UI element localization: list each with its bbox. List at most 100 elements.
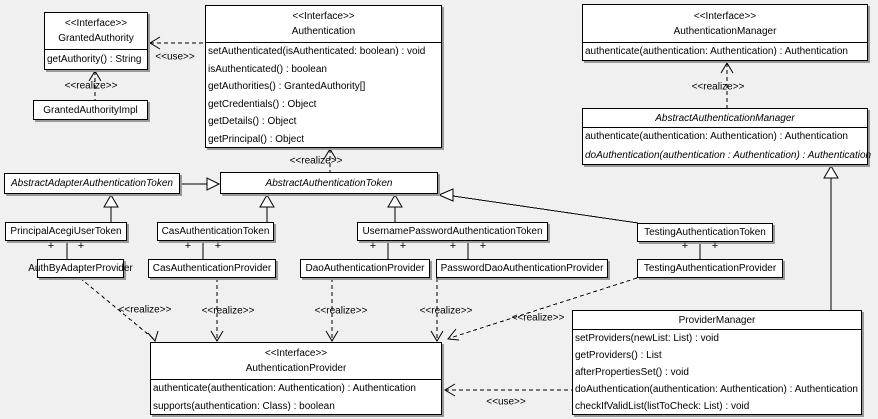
open-arrowhead xyxy=(147,330,159,343)
method: supports(authentication: Class) : boolea… xyxy=(153,400,335,412)
class-cas-authentication-token[interactable]: CasAuthenticationToken xyxy=(157,222,274,241)
realize-stereotype-label: <<realize>> xyxy=(419,305,473,317)
class-title-compartment: AbstractAdapterAuthenticationToken xyxy=(5,174,179,193)
class-name: AuthByAdapterProvider xyxy=(28,263,133,274)
association-end-plus-marker: + xyxy=(47,240,55,252)
association-end-plus-marker: + xyxy=(681,240,689,252)
generalization-arrowhead xyxy=(437,188,454,202)
methods-compartment: setProviders(newList: List) : void getPro… xyxy=(573,329,861,415)
method: getPrincipal() : Object xyxy=(208,133,305,145)
method: authenticate(authentication: Authenticat… xyxy=(153,383,416,394)
method: doAuthentication(authentication: Authent… xyxy=(575,384,858,395)
class-authentication-manager[interactable]: <<Interface>> AuthenticationManager authen… xyxy=(582,4,868,61)
open-arrowhead xyxy=(444,383,456,397)
class-granted-authority[interactable]: <<Interface>> GrantedAuthority getAuthorit… xyxy=(44,12,148,70)
class-name: AuthenticationManager xyxy=(673,25,777,37)
realize-stereotype-label: <<realize>> xyxy=(314,305,368,317)
method: getCredentials() : Object xyxy=(208,98,317,110)
class-name: DaoAuthenticationProvider xyxy=(305,263,425,274)
realize-stereotype-label: <<realize>> xyxy=(289,155,343,167)
class-name: Authentication xyxy=(291,26,356,37)
class-title-compartment: TestingAuthenticationProvider xyxy=(638,260,782,277)
class-title-compartment: ProviderManager xyxy=(573,311,861,329)
method: getProviders() : List xyxy=(575,350,662,361)
method: isAuthenticated() : boolean xyxy=(208,63,327,75)
class-title-compartment: AbstractAuthenticationToken xyxy=(221,173,437,193)
generalization-arrowhead xyxy=(259,194,275,208)
class-name: ProviderManager xyxy=(678,314,756,326)
association-end-plus-marker: + xyxy=(479,240,487,252)
association-end-plus-marker: + xyxy=(711,240,719,252)
generalization-arrowhead xyxy=(103,194,119,208)
class-title-compartment: TestingAuthenticationToken xyxy=(638,224,772,241)
class-title-compartment: <<Interface>> GrantedAuthority xyxy=(45,13,147,49)
method: getAuthority() : String xyxy=(47,54,142,65)
method: doAuthentication(authentication : Authen… xyxy=(585,149,872,161)
open-arrowhead xyxy=(430,330,444,342)
class-name: CasAuthenticationProvider xyxy=(152,263,272,274)
class-title-compartment: PrincipalAcegiUserToken xyxy=(6,223,126,240)
class-abstract-adapter-authentication-token[interactable]: AbstractAdapterAuthenticationToken xyxy=(4,173,180,194)
realize-stereotype-label: <<realize>> xyxy=(511,312,565,324)
class-username-password-authentication-token[interactable]: UsernamePasswordAuthenticationToken xyxy=(357,222,548,241)
class-title-compartment: CasAuthenticationToken xyxy=(158,223,273,240)
stereotype: <<Interface>> xyxy=(693,10,757,22)
class-title-compartment: <<Interface>>AuthenticationProvider xyxy=(151,343,441,379)
association-end-plus-marker: + xyxy=(214,240,222,252)
class-granted-authority-impl[interactable]: GrantedAuthorityImpl xyxy=(33,100,148,120)
generalization-arrowhead xyxy=(387,194,403,208)
class-title-compartment: CasAuthenticationProvider xyxy=(149,260,275,277)
realize-stereotype-label: <<realize>> xyxy=(118,304,172,316)
class-title-compartment: GrantedAuthorityImpl xyxy=(34,101,147,119)
methods-compartment: authenticate(authentication: Authenticat… xyxy=(151,379,441,415)
method: setProviders(newList: List) : void xyxy=(575,333,719,344)
stereotype: <<Interface>> xyxy=(292,11,355,22)
class-title-compartment: <<Interface>> Authentication xyxy=(206,6,441,42)
class-cas-authentication-provider[interactable]: CasAuthenticationProvider xyxy=(148,259,276,278)
class-title-compartment: <<Interface>> AuthenticationManager xyxy=(583,5,867,42)
realize-stereotype-label: <<realize>> xyxy=(64,80,118,92)
generalization-arrowhead xyxy=(823,165,839,179)
open-arrowhead xyxy=(88,70,102,82)
class-dao-authentication-provider[interactable]: DaoAuthenticationProvider xyxy=(300,259,430,278)
method: setAuthenticated(isAuthenticated: boolea… xyxy=(208,46,426,57)
class-name: AbstractAuthenticationManager xyxy=(655,112,795,124)
class-authentication-provider[interactable]: <<Interface>>AuthenticationProvider authe… xyxy=(150,342,442,415)
class-name: GrantedAuthorityImpl xyxy=(43,104,138,116)
class-name: AbstractAdapterAuthenticationToken xyxy=(11,178,173,189)
class-testing-authentication-provider[interactable]: TestingAuthenticationProvider xyxy=(637,259,783,278)
class-name: UsernamePasswordAuthenticationToken xyxy=(362,226,543,237)
stereotype: <<Interface>> xyxy=(64,18,128,29)
open-arrowhead xyxy=(149,36,161,50)
class-testing-authentication-token[interactable]: TestingAuthenticationToken xyxy=(637,223,773,242)
association-line xyxy=(452,195,639,224)
method: authenticate(authentication: Authenticat… xyxy=(585,131,848,142)
use-stereotype-label: <<use>> xyxy=(486,396,526,408)
class-provider-manager[interactable]: ProviderManager setProviders(newList: Lis… xyxy=(572,310,862,415)
class-auth-by-adapter-provider[interactable]: AuthByAdapterProvider xyxy=(28,259,133,278)
class-principal-acegi-user-token[interactable]: PrincipalAcegiUserToken xyxy=(5,222,127,241)
method: afterPropertiesSet() : void xyxy=(575,367,689,378)
methods-compartment: authenticate(authentication: Authenticat… xyxy=(583,127,872,165)
methods-compartment: getAuthority() : String xyxy=(45,49,147,70)
realize-stereotype-label: <<realize>> xyxy=(691,81,745,93)
class-abstract-authentication-token[interactable]: AbstractAuthenticationToken xyxy=(220,172,438,194)
class-name: PrincipalAcegiUserToken xyxy=(10,226,122,237)
class-name: AbstractAuthenticationToken xyxy=(265,177,393,189)
use-stereotype-label: <<use>> xyxy=(155,51,195,63)
method: authenticate(authentication: Authenticat… xyxy=(585,46,848,57)
method: checkIfValidList(listToCheck: List) : vo… xyxy=(575,401,750,412)
association-end-plus-marker: + xyxy=(184,240,192,252)
open-arrowhead xyxy=(720,62,734,74)
class-abstract-authentication-manager[interactable]: AbstractAuthenticationManager authenticat… xyxy=(582,108,872,165)
open-arrowhead xyxy=(325,330,339,342)
method: getDetails() : Object xyxy=(208,116,297,127)
method: getAuthorities() : GrantedAuthority[] xyxy=(208,81,366,92)
class-name: TestingAuthenticationProvider xyxy=(643,263,777,274)
open-arrowhead xyxy=(210,330,224,342)
open-arrowhead xyxy=(447,328,460,341)
class-name: GrantedAuthority xyxy=(58,33,134,44)
class-password-dao-authentication-provider[interactable]: PasswordDaoAuthenticationProvider xyxy=(436,259,608,278)
class-authentication[interactable]: <<Interface>> Authentication setAuthentica… xyxy=(205,5,442,148)
